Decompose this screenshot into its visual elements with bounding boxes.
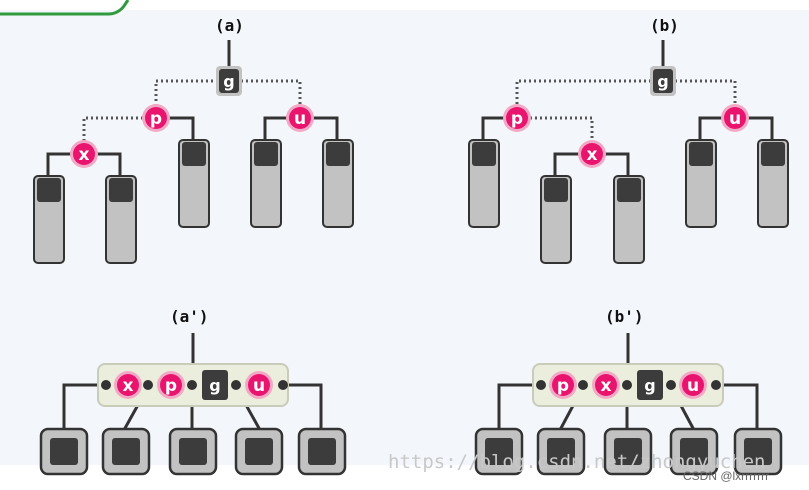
watermark: https://blog.csdn.net/zhongyuchen bbox=[388, 451, 766, 473]
node-u: u bbox=[286, 104, 314, 132]
leaf-node bbox=[536, 427, 586, 476]
node-p: p bbox=[142, 104, 170, 132]
diagram-b-prime-label: (b') bbox=[605, 307, 644, 326]
svg-text:x: x bbox=[123, 376, 134, 396]
svg-text:u: u bbox=[253, 376, 265, 396]
key-u: u bbox=[679, 371, 707, 399]
svg-text:u: u bbox=[729, 109, 741, 129]
leaf-node bbox=[669, 427, 719, 476]
corner-decoration bbox=[0, 0, 130, 16]
svg-text:x: x bbox=[79, 145, 90, 165]
subtree bbox=[33, 175, 65, 264]
svg-text:p: p bbox=[150, 109, 162, 129]
subtree bbox=[685, 139, 717, 228]
key-p: p bbox=[157, 371, 185, 399]
svg-text:u: u bbox=[687, 376, 699, 396]
subtree bbox=[613, 175, 645, 264]
svg-text:g: g bbox=[644, 376, 655, 395]
node-p: p bbox=[503, 104, 531, 132]
diagram-a-label: (a) bbox=[215, 16, 244, 35]
key-g: g bbox=[202, 370, 228, 400]
leaf-node bbox=[297, 427, 347, 476]
diagram-b-prime: (b') p x g u bbox=[474, 307, 783, 476]
leaf-node bbox=[39, 427, 89, 476]
leaf-node bbox=[733, 427, 783, 476]
leaf-node bbox=[101, 427, 151, 476]
subtree bbox=[105, 175, 137, 264]
svg-text:x: x bbox=[601, 376, 612, 396]
node-x: x bbox=[70, 140, 98, 168]
key-p: p bbox=[549, 371, 577, 399]
subtree bbox=[178, 139, 210, 228]
key-g: g bbox=[637, 370, 663, 400]
node-u: u bbox=[721, 104, 749, 132]
credit: CSDN @lxrrrrrrr bbox=[683, 469, 769, 483]
node-g: g bbox=[216, 66, 242, 96]
svg-text:p: p bbox=[165, 376, 177, 396]
diagram-a-prime: (a') x p g u bbox=[39, 307, 347, 476]
svg-text:p: p bbox=[557, 376, 569, 396]
svg-text:g: g bbox=[223, 72, 234, 91]
diagram-a: (a) bbox=[33, 16, 354, 264]
subtree bbox=[250, 139, 282, 228]
diagram-b: (b) bbox=[468, 16, 789, 264]
key-x: x bbox=[114, 371, 142, 399]
subtree bbox=[322, 139, 354, 228]
key-x: x bbox=[592, 371, 620, 399]
svg-text:x: x bbox=[587, 145, 598, 165]
node-x: x bbox=[578, 140, 606, 168]
subtree bbox=[757, 139, 789, 228]
diagram-b-label: (b) bbox=[650, 16, 679, 35]
svg-text:u: u bbox=[294, 109, 306, 129]
subtree bbox=[540, 175, 572, 264]
svg-text:g: g bbox=[209, 376, 220, 395]
leaf-node bbox=[474, 427, 524, 476]
subtree bbox=[468, 139, 500, 228]
leaf-node bbox=[603, 427, 653, 476]
svg-text:g: g bbox=[657, 72, 668, 91]
diagram-a-prime-label: (a') bbox=[170, 307, 209, 326]
node-g: g bbox=[650, 66, 676, 96]
key-u: u bbox=[245, 371, 273, 399]
svg-text:p: p bbox=[511, 109, 523, 129]
leaf-node bbox=[234, 427, 284, 476]
leaf-node bbox=[168, 427, 218, 476]
